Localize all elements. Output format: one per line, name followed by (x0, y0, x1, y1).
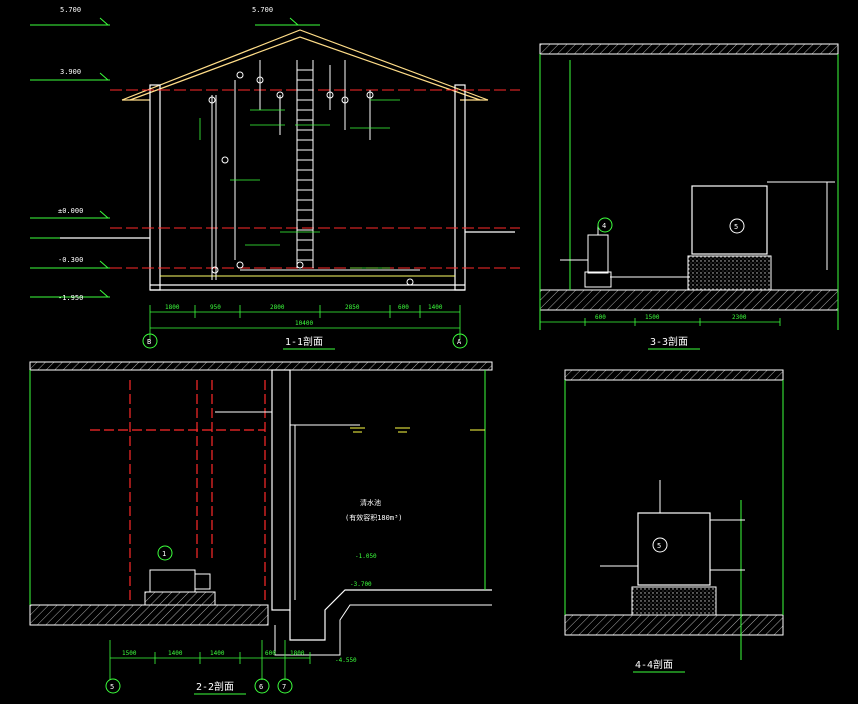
axis-label: 5 (110, 683, 114, 691)
level-label: -4.550 (335, 657, 357, 664)
axis-label: A (457, 338, 462, 346)
building-walls (60, 84, 515, 291)
ceiling-slab (539, 43, 839, 55)
section-title: 2-2剖面 (196, 680, 234, 693)
section-3-3: 5 4 600 1500 2300 3-3剖面 (539, 43, 839, 350)
equipment-tag: 5 (734, 223, 738, 231)
water-levels (350, 427, 485, 433)
pipes-2-2 (90, 380, 266, 600)
water-tank (691, 185, 768, 255)
dim-value: 2850 (345, 304, 360, 311)
axis-bubble (452, 333, 468, 349)
pool-label: 清水池 (360, 498, 381, 507)
dim-value: 1400 (428, 304, 443, 311)
water-tank (637, 512, 711, 586)
valve-markers (208, 71, 414, 286)
pool-note: (有效容积180m³) (345, 513, 403, 522)
section-title: 4-4剖面 (635, 658, 673, 671)
elevation-label: -0.300 (58, 256, 83, 264)
leader-notes (199, 99, 400, 269)
horizontal-pump (144, 569, 216, 606)
dim-value: 1500 (645, 314, 660, 321)
dim-value: 2800 (270, 304, 285, 311)
ridge-elevation-label: 5.700 (252, 6, 273, 14)
floor-slab (564, 614, 784, 636)
dim-value: 1400 (210, 650, 225, 657)
tank-base (687, 255, 772, 291)
roof (121, 29, 489, 101)
ceiling-slab (564, 369, 784, 381)
dim-value: 600 (595, 314, 606, 321)
dim-value: 1500 (122, 650, 137, 657)
section-4-4: 5 4-4剖面 (564, 369, 784, 673)
dim-value: 1800 (290, 650, 305, 657)
axis-label: 6 (259, 683, 263, 691)
pump-unit (560, 181, 835, 288)
tank-base (631, 586, 717, 616)
elevation-label: 5.700 (60, 6, 81, 14)
dividing-wall (271, 369, 291, 611)
dim-value: 600 (398, 304, 409, 311)
ceiling-slab (29, 361, 493, 371)
section-2-2: 1 清水池 (有效容积180m³) -1.050 -3.700 -4.550 1… (29, 361, 493, 695)
equipment-tag: 1 (162, 550, 166, 558)
pool-bottom (289, 589, 492, 641)
level-label: -3.700 (350, 581, 372, 588)
elevation-label: -1.950 (58, 294, 83, 302)
dim-value: 1400 (168, 650, 183, 657)
floor-slab (539, 289, 839, 311)
dim-total: 10400 (295, 320, 313, 327)
dim-value: 2300 (732, 314, 747, 321)
ladder (296, 60, 314, 268)
dim-value: 1800 (165, 304, 180, 311)
section-title: 3-3剖面 (650, 335, 688, 348)
elevation-label: ±0.000 (58, 207, 83, 215)
elevation-label: 3.900 (60, 68, 81, 76)
section-1-1: 5.700 3.900 ±0.000 -0.300 -1.950 5.700 (30, 6, 520, 350)
dim-value: 950 (210, 304, 221, 311)
equipment-tag: 4 (602, 222, 606, 230)
equipment-tag: 5 (657, 542, 661, 550)
level-label: -1.050 (355, 553, 377, 560)
axis-label: B (147, 338, 151, 346)
elevation-dash-lines (110, 89, 520, 269)
pump-room-floor (29, 604, 269, 626)
pipes-1-1 (211, 60, 420, 280)
dim-value: 600 (265, 650, 276, 657)
axis-bubble (142, 333, 158, 349)
section-title: 1-1剖面 (285, 335, 323, 348)
axis-label: 7 (282, 683, 286, 691)
